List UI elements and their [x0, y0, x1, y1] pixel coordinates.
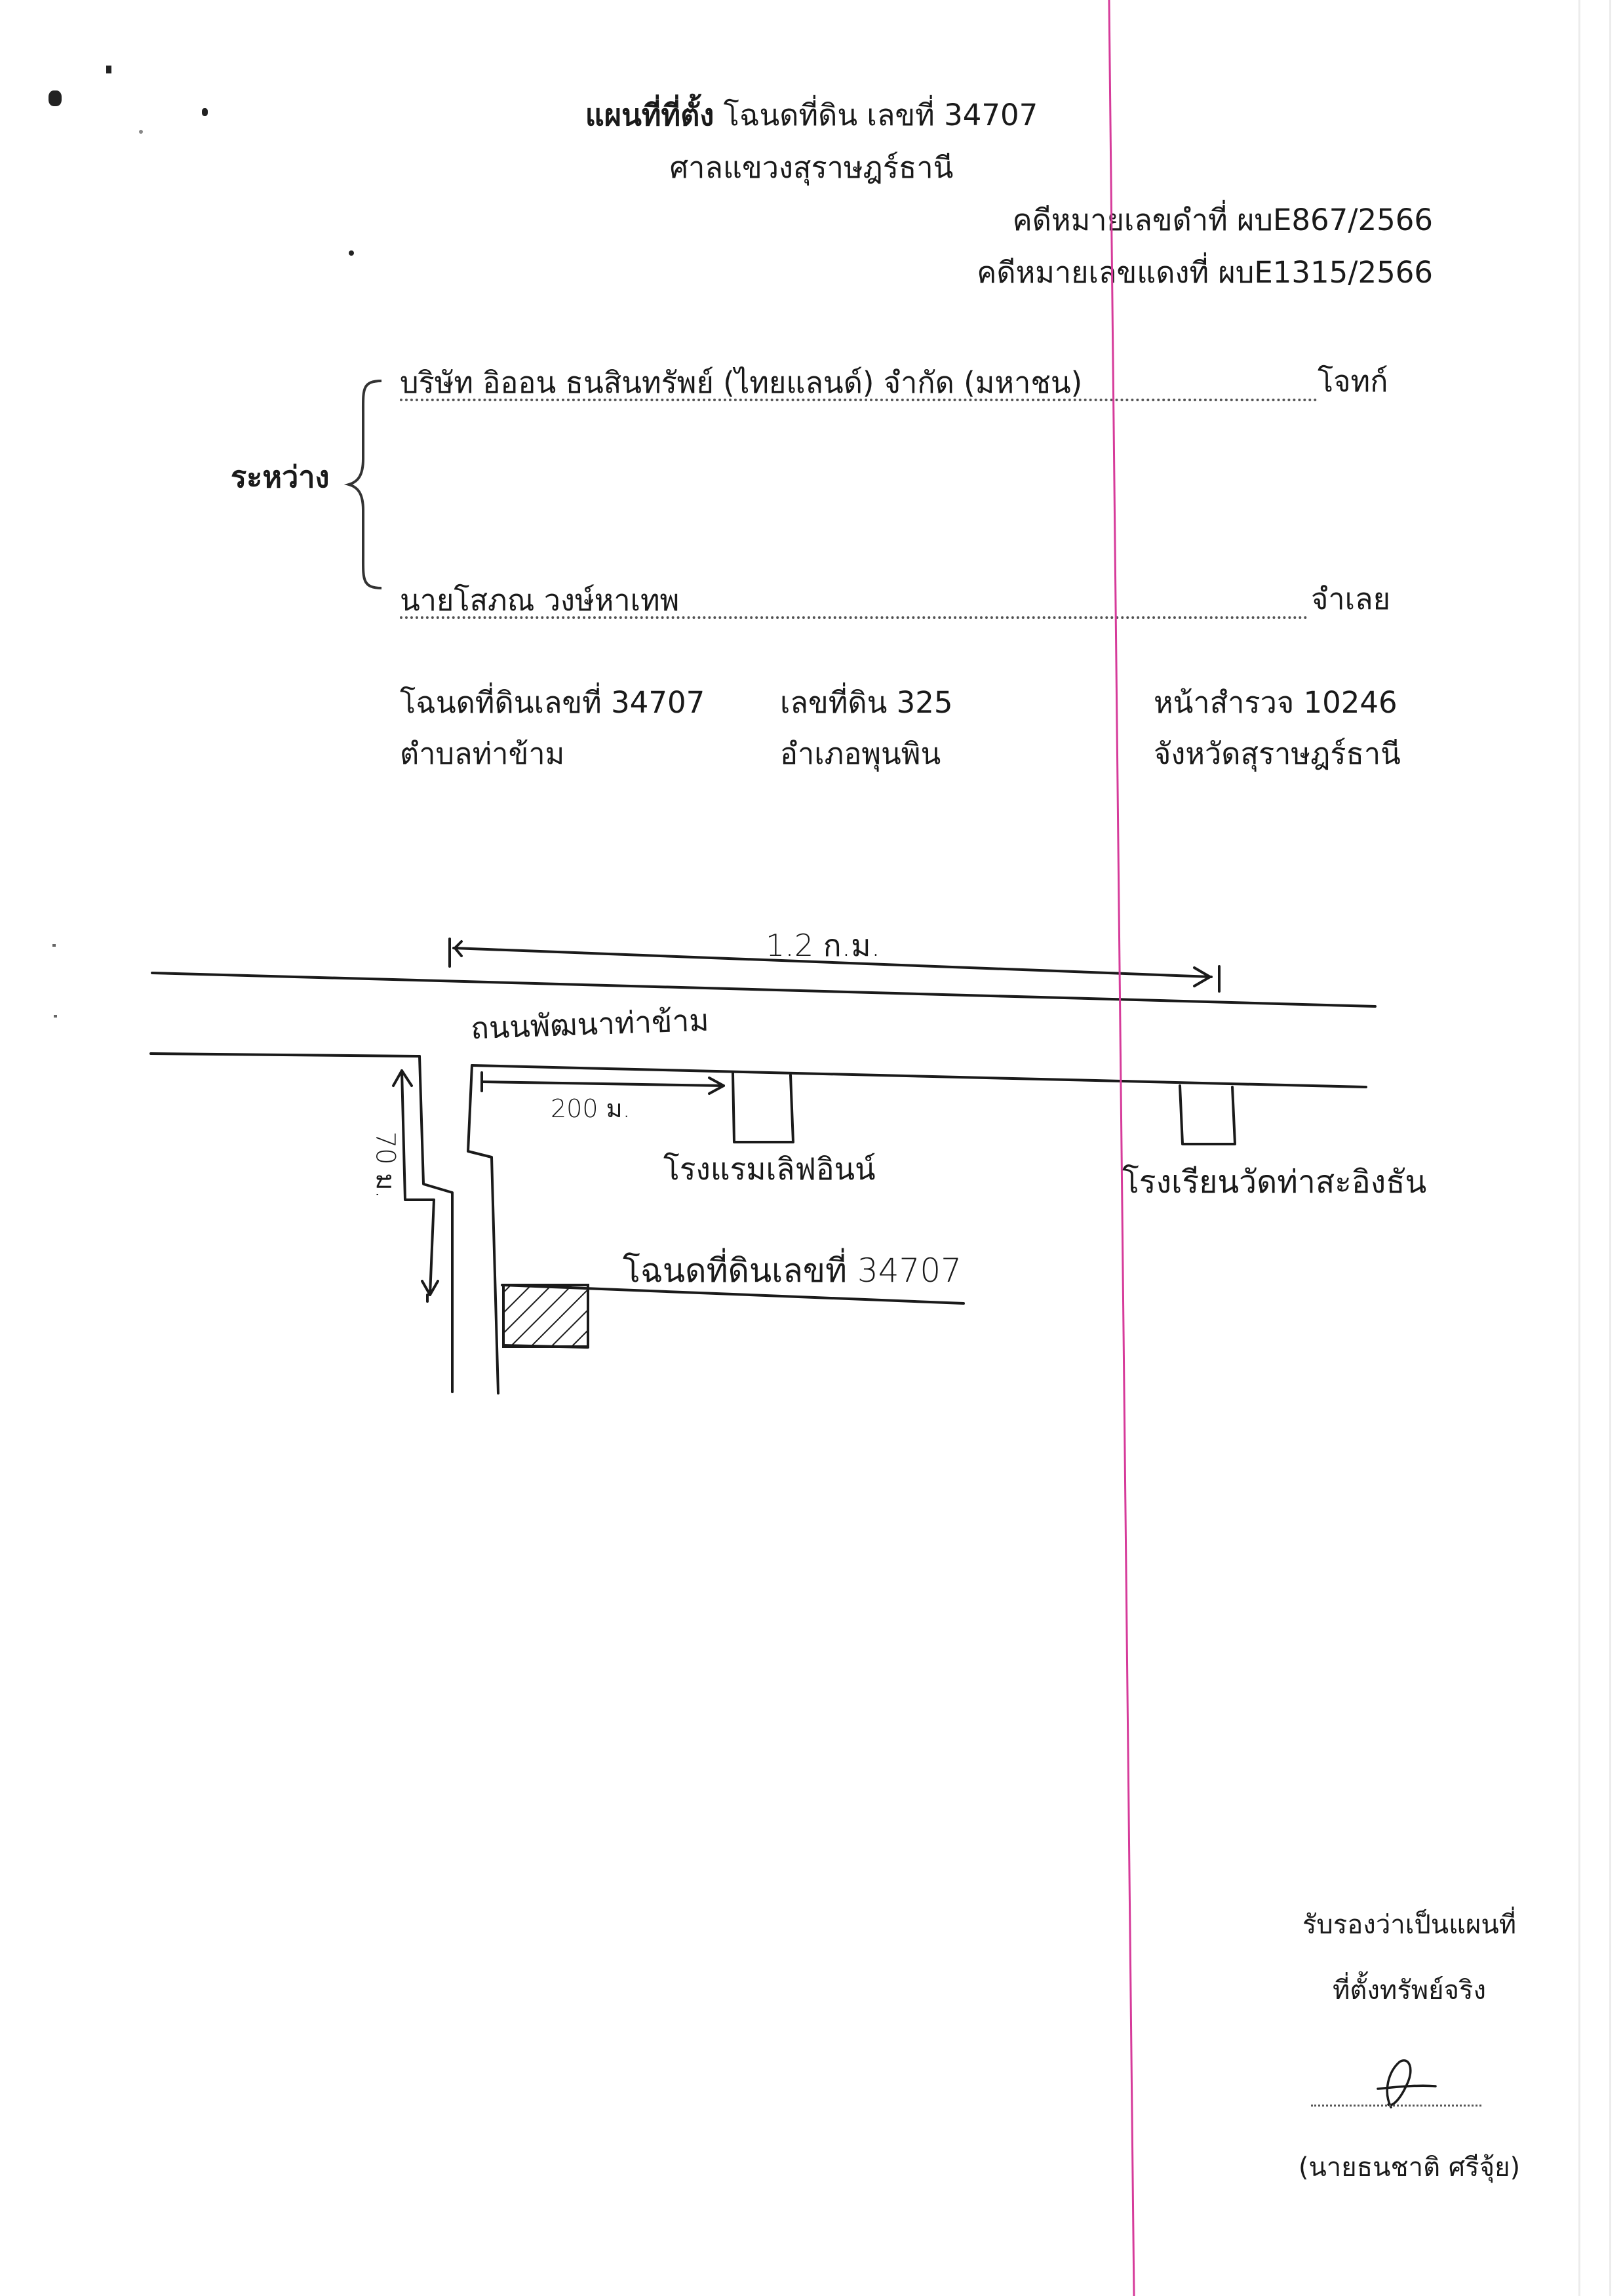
signature-line: [1311, 2105, 1481, 2107]
signer-name: (นายธนชาติ ศรีจุ้ย): [1298, 2152, 1521, 2183]
dimension-70m: [401, 1069, 435, 1296]
hotel-building: [732, 1072, 794, 1143]
label-200m: 200 ม.: [551, 1094, 631, 1123]
plaintiff-name: บริษัท อิออน ธนสินทรัพย์ (ไทยแลนด์) จำกั…: [400, 365, 1083, 400]
plaintiff-line: บริษัท อิออน ธนสินทรัพย์ (ไทยแลนด์) จำกั…: [400, 365, 1318, 401]
land-number: เลขที่ดิน 325: [780, 685, 953, 720]
red-case-number: คดีหมายเลขแดงที่ ผบE1315/2566: [977, 255, 1433, 290]
deed-parcel-hatched: [502, 1284, 589, 1348]
signature: [1377, 2059, 1437, 2108]
dimension-200m: [480, 1080, 725, 1087]
province: จังหวัดสุราษฎร์ธานี: [1154, 736, 1401, 771]
label-70m: 70 ม.: [370, 1131, 401, 1199]
label-school: โรงเรียนวัดท่าสะอิงธัน: [1122, 1164, 1427, 1200]
margin-line: [1108, 0, 1135, 2296]
survey-page: หน้าสำรวจ 10246: [1154, 685, 1398, 720]
page-edge-line: [1609, 0, 1611, 2296]
school-building: [1179, 1084, 1236, 1145]
defendant-line: นายโสภณ วงษ์หาเทพ: [400, 582, 1308, 619]
parties-brace: [343, 380, 382, 589]
black-case-number: คดีหมายเลขดำที่ ผบE867/2566: [1012, 203, 1433, 237]
dimension-1-2km: [452, 947, 1213, 978]
road-top-edge: [151, 972, 1377, 1008]
subdistrict: ตำบลท่าข้าม: [400, 736, 565, 771]
deed-number: โฉนดที่ดินเลขที่ 34707: [400, 685, 705, 720]
side-road-left-edge: [418, 1055, 454, 1393]
certification-line-1: รับรองว่าเป็นแผนที่: [1302, 1910, 1517, 1940]
title-deed-number: โฉนดที่ดิน เลขที่ 34707: [723, 98, 1038, 132]
side-road-right-edge: [467, 1064, 499, 1395]
label-deed-parcel: โฉนดที่ดินเลขที่ 34707: [623, 1252, 962, 1290]
page-edge-line: [1578, 0, 1580, 2296]
district: อำเภอพุนพิน: [780, 736, 941, 771]
defendant-role: จำเลย: [1311, 582, 1390, 616]
road-bottom-edge-right: [471, 1064, 1367, 1088]
label-road-name: ถนนพัฒนาท่าข้าม: [470, 1002, 710, 1046]
document-title: แผนที่ที่ตั้ง โฉนดที่ดิน เลขที่ 34707: [0, 97, 1623, 134]
certification-line-2: ที่ตั้งทรัพย์จริง: [1333, 1975, 1486, 2006]
between-label: ระหว่าง: [231, 460, 330, 494]
road-bottom-edge: [149, 1052, 421, 1058]
label-hotel: โรงแรมเลิฟอินน์: [663, 1151, 876, 1187]
title-bold: แผนที่ที่ตั้ง: [585, 98, 714, 132]
court-name: ศาลแขวงสุราษฎร์ธานี: [669, 150, 954, 185]
defendant-name: นายโสภณ วงษ์หาเทพ: [400, 583, 680, 618]
label-1-2km: 1.2 ก.ม.: [766, 928, 881, 963]
plaintiff-role: โจทก์: [1318, 364, 1388, 399]
